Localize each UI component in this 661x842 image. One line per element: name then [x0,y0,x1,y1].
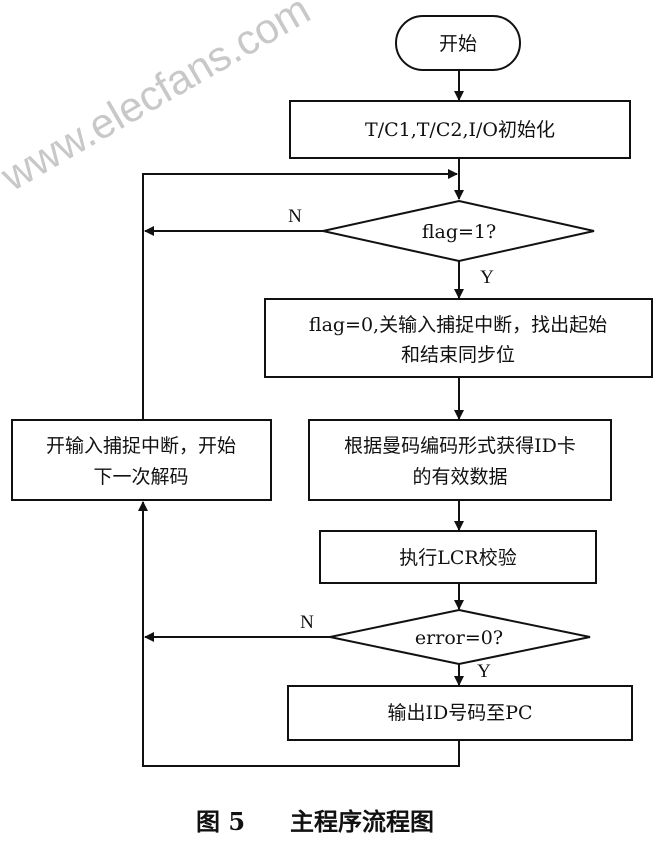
return-line [138,501,460,767]
restart-line2: 下一次解码 [93,466,188,488]
start-label: 开始 [439,33,477,55]
init-label: T/C1,T/C2,I/O初始化 [365,119,555,141]
error-no-label: N [300,612,314,633]
figure-title: 主程序流程图 [290,807,434,836]
restart-box [11,419,272,501]
find-sync-line2: 和结束同步位 [401,344,515,366]
flag-label: flag=1? [422,221,496,243]
watermark: www.elecfans.com [0,0,318,200]
decode-line1: 根据曼码编码形式获得ID卡 [344,435,576,457]
error-label: error=0? [415,627,503,649]
find-sync-line1: flag=0,关输入捕捉中断，找出起始 [309,314,607,336]
loop-back-line [142,169,458,420]
init-box [289,100,631,159]
find-sync-box [264,298,653,378]
output-label: 输出ID号码至PC [387,702,532,724]
decode-line2: 的有效数据 [412,466,507,488]
flag-no-label: N [288,206,302,227]
lcr-label: 执行LCR校验 [399,547,516,569]
output-box [287,685,633,741]
figure-number: 图 5 [196,807,245,836]
flag-yes-label: Y [480,267,494,288]
decode-box [308,419,612,501]
error-yes-label: Y [477,661,491,682]
restart-line1: 开输入捕捉中断，开始 [46,435,236,457]
